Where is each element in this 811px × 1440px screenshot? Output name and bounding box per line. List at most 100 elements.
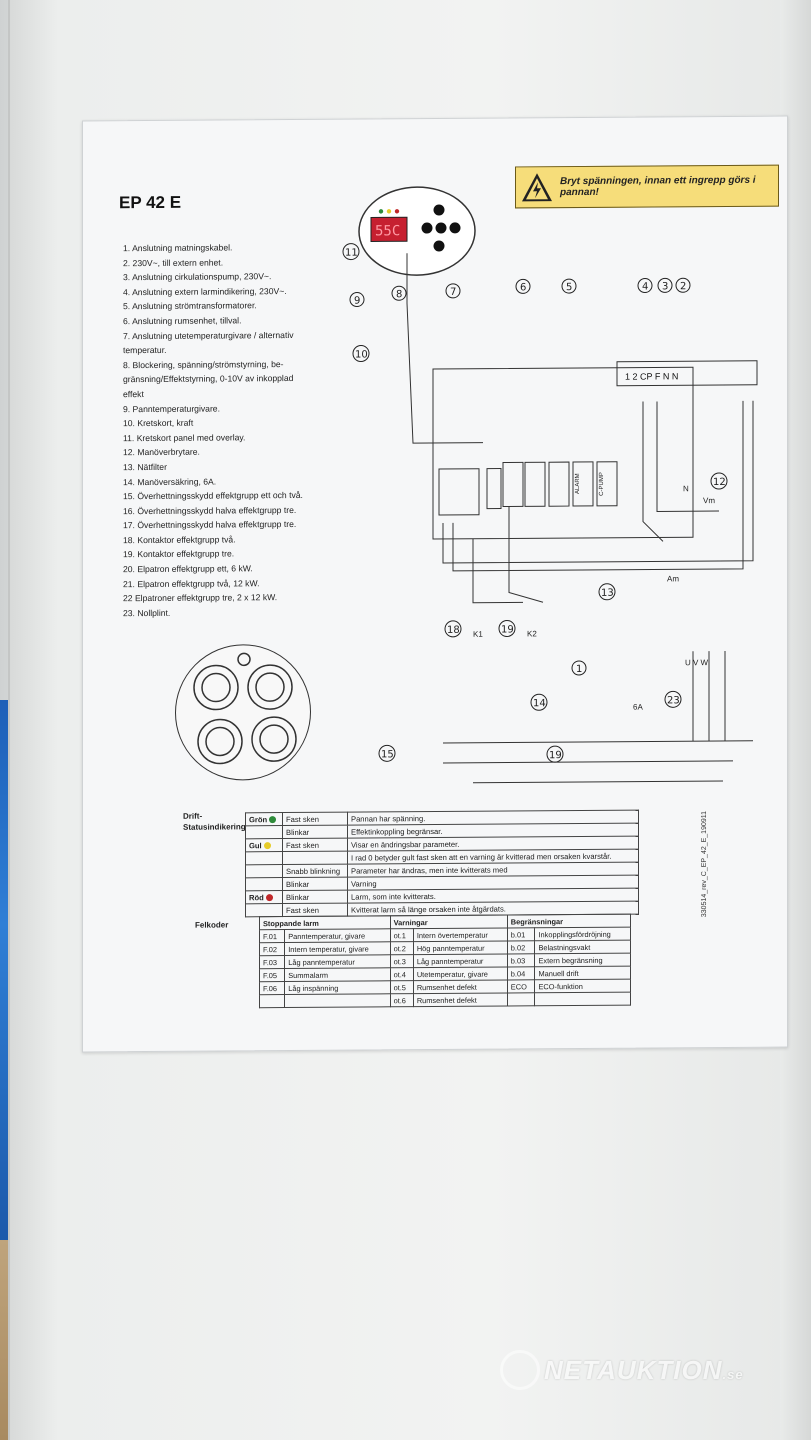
svg-text:9: 9 <box>354 296 360 307</box>
svg-text:4: 4 <box>642 282 648 293</box>
code-cell: ECO <box>507 979 535 993</box>
watermark: NETAUKTION.se <box>500 1350 744 1390</box>
code-description-cell: Rumsenhet defekt <box>413 992 508 1007</box>
code-cell: F.01 <box>259 929 285 943</box>
code-cell: ot.4 <box>390 967 414 981</box>
svg-text:18: 18 <box>447 625 460 636</box>
status-mode-cell: Snabb blinkning <box>282 864 348 878</box>
status-color-label: Röd <box>249 892 264 902</box>
status-mode-cell: Blinkar <box>282 877 348 891</box>
down-arrow-button-icon <box>433 240 445 252</box>
warning-box: Bryt spänningen, innan ett ingrepp görs … <box>515 164 779 209</box>
code-cell: b.01 <box>507 927 535 941</box>
yellow-led-icon <box>386 209 392 214</box>
code-description-cell: Intern övertemperatur <box>413 927 508 942</box>
status-color-cell <box>245 825 283 839</box>
code-cell: F.02 <box>259 942 285 956</box>
svg-text:5: 5 <box>566 282 572 293</box>
svg-text:14: 14 <box>533 698 546 709</box>
am-label: Am <box>667 574 679 583</box>
svg-text:1: 1 <box>576 664 582 675</box>
code-description-cell: Låg inspänning <box>284 980 391 995</box>
svg-text:8: 8 <box>396 289 402 300</box>
heater-connector-diagram <box>175 643 311 781</box>
code-cell: F.03 <box>259 955 285 969</box>
status-title: Drift- Statusindikering <box>183 811 246 832</box>
fuse-label: 6A <box>633 703 643 712</box>
warning-triangle-icon <box>520 171 554 203</box>
control-panel-outline <box>358 186 476 276</box>
circuit-board-outline <box>432 366 694 540</box>
cpump-label: C-PUMP <box>599 472 605 496</box>
status-color-cell <box>245 864 283 878</box>
ok-button-icon <box>435 222 447 234</box>
status-mode-cell: Blinkar <box>282 890 348 904</box>
codes-header: Varningar <box>390 914 508 929</box>
red-led-icon <box>394 209 400 214</box>
svg-text:12: 12 <box>713 477 726 488</box>
code-description-cell: Låg panntemperatur <box>413 953 508 968</box>
codes-header: Begränsningar <box>507 914 631 928</box>
code-description-cell: Inkopplingsfördröjning <box>534 927 631 941</box>
green-led-icon <box>378 209 384 214</box>
code-cell: F.06 <box>259 981 285 995</box>
code-description-cell: Utetemperatur, givare <box>413 966 508 981</box>
status-led-icon <box>263 842 271 850</box>
code-description-cell: Belastningsvakt <box>534 940 631 954</box>
wires <box>406 253 754 784</box>
svg-text:3: 3 <box>662 281 668 292</box>
code-description-cell <box>284 993 391 1008</box>
status-color-cell <box>245 903 283 917</box>
code-description-cell: Intern temperatur, givare <box>284 941 391 956</box>
svg-text:19: 19 <box>549 750 562 761</box>
status-color-cell <box>245 877 283 891</box>
code-description-cell: Panntemperatur, givare <box>284 928 391 943</box>
status-color-cell: Gul <box>245 838 283 852</box>
status-color-label: Grön <box>249 814 268 824</box>
status-mode-cell <box>282 851 348 865</box>
relay-blocks <box>438 461 618 516</box>
status-mode-cell: Fast sken <box>282 903 348 917</box>
code-cell: ot.2 <box>390 941 414 955</box>
model-title: EP 42 E <box>119 192 182 213</box>
watermark-text: NETAUKTION <box>544 1354 723 1385</box>
wiring-diagram: 55C 11 9 8 7 6 5 4 3 2 10 12 13 18 19 1 … <box>342 186 758 784</box>
svg-text:6: 6 <box>520 282 526 293</box>
document-number: 330514_rev_C_EP_42_E_190911 <box>701 810 708 918</box>
status-color-label: Gul <box>249 840 262 850</box>
svg-text:15: 15 <box>381 749 394 760</box>
plus-button-icon <box>449 222 461 234</box>
svg-text:13: 13 <box>601 588 614 599</box>
error-codes-title: Felkoder <box>195 920 229 930</box>
terminal-labels: 1 2 CP F N N <box>625 371 678 381</box>
uvw-label: U V W <box>685 658 709 667</box>
code-cell: ot.1 <box>390 928 414 942</box>
status-led-icon <box>269 816 277 824</box>
svg-text:7: 7 <box>450 287 456 298</box>
n-label: N <box>683 484 689 493</box>
k2-label: K2 <box>527 629 537 638</box>
code-description-cell <box>534 992 631 1006</box>
code-cell: ot.6 <box>390 993 414 1007</box>
svg-text:2: 2 <box>680 281 686 292</box>
svg-text:19: 19 <box>501 624 514 635</box>
status-mode-cell: Fast sken <box>282 838 348 852</box>
code-cell: b.02 <box>507 940 535 954</box>
svg-text:10: 10 <box>355 349 368 360</box>
wiring-label: EP 42 E Bryt spänningen, innan ett ingre… <box>82 115 788 1053</box>
up-arrow-button-icon <box>433 204 445 216</box>
code-cell <box>507 992 535 1006</box>
code-cell: ot.3 <box>390 954 414 968</box>
code-cell: ot.5 <box>390 980 414 994</box>
minus-button-icon <box>421 222 433 234</box>
codes-header: Stoppande larm <box>259 915 391 930</box>
code-description-cell: Summalarm <box>284 967 391 982</box>
status-mode-cell: Blinkar <box>282 825 348 839</box>
code-description-cell: Låg panntemperatur <box>284 954 391 969</box>
status-mode-cell: Fast sken <box>282 812 348 826</box>
code-description-cell: Extern begränsning <box>534 953 631 967</box>
callouts: 11 9 8 7 6 5 4 3 2 10 12 13 18 19 1 14 2… <box>342 243 728 763</box>
status-led-icon <box>265 894 273 902</box>
